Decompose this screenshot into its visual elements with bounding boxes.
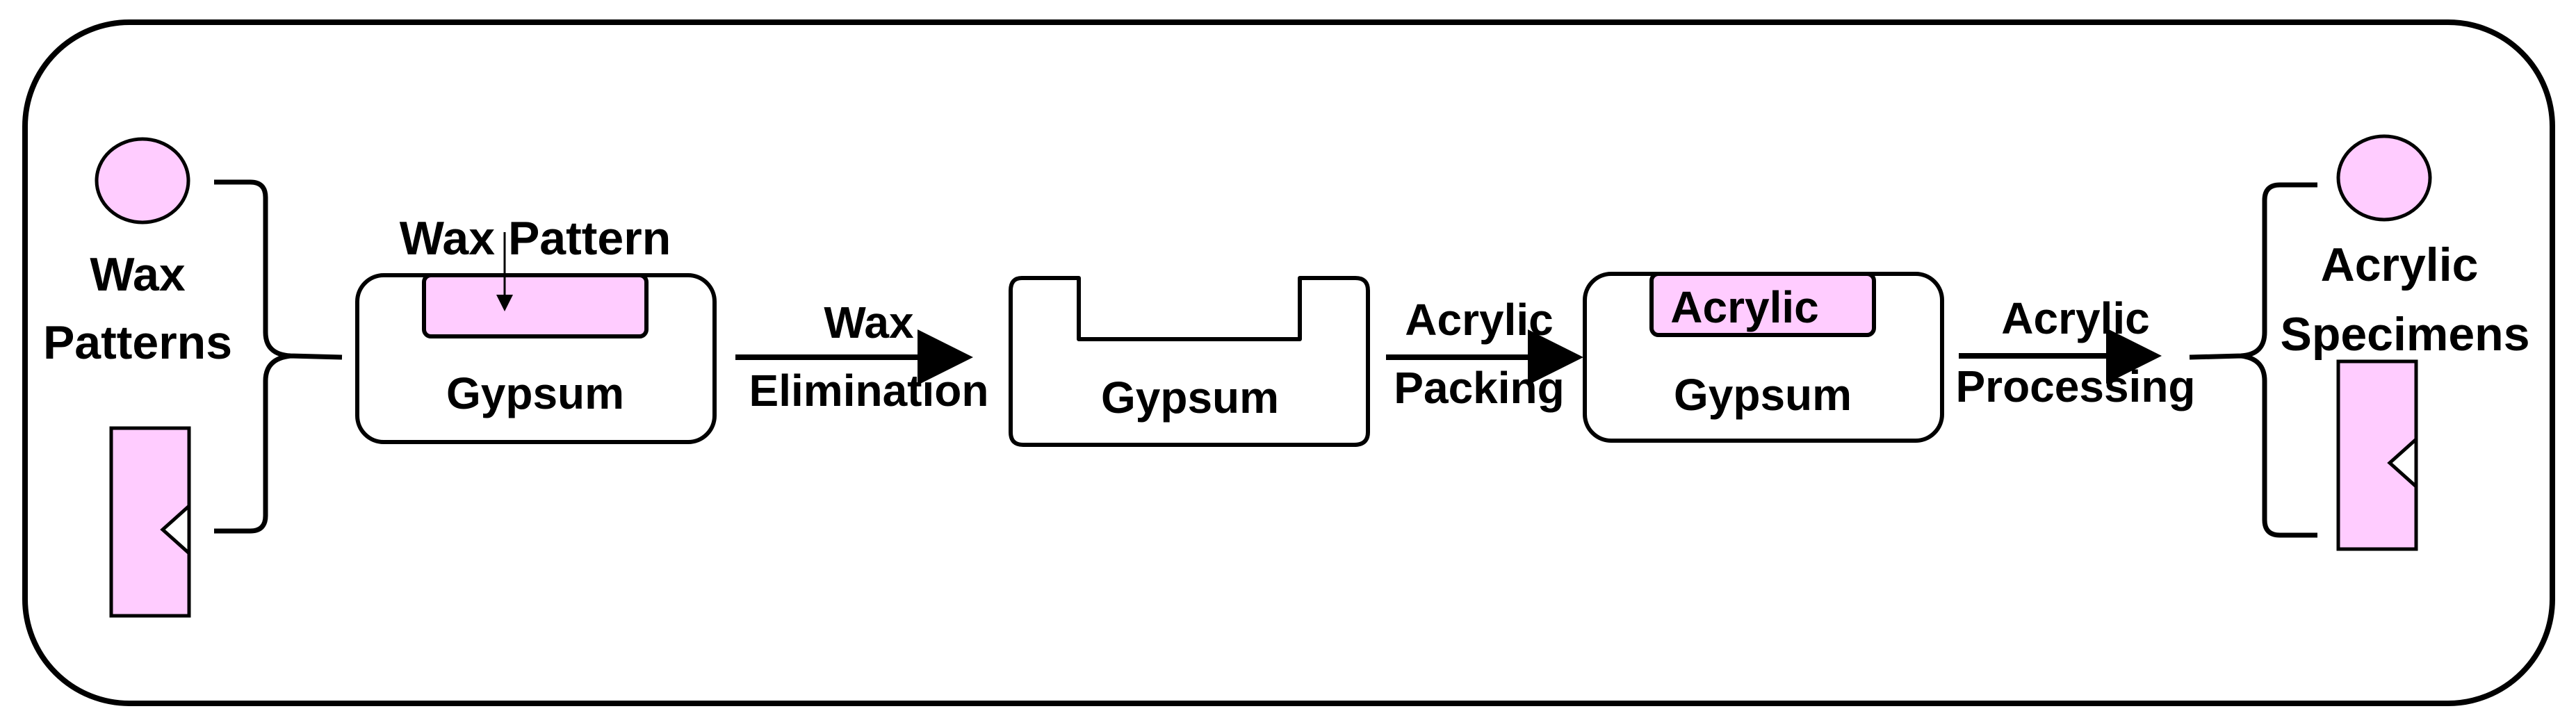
stage2-gypsum-label: Gypsum [1101,373,1279,423]
wax-patterns-group: Wax Patterns [43,137,343,618]
acrylic-processing-step: Acrylic Processing [1955,293,2195,411]
stage1-wax-insert [422,273,649,338]
wax-patterns-label-line1: Wax [90,248,185,301]
acrylic-sphere-specimen [2336,134,2432,222]
wax-elimination-step: Wax Elimination [735,297,988,416]
stage2-gypsum-mold [1009,276,1370,447]
acrylic-packing-label-line2: Packing [1394,363,1564,413]
acrylic-packing-label-line1: Acrylic [1405,295,1553,345]
stage3-gypsum-label: Gypsum [1674,370,1852,420]
wax-elimination-label-line1: Wax [824,297,914,348]
stage2-empty-mold: Gypsum [1009,276,1370,447]
right-curly-brace [2189,182,2317,538]
wax-pattern-callout: Wax Pattern [400,212,671,265]
stage1-gypsum-label: Gypsum [446,368,624,418]
acrylic-notched-bar-specimen [2336,359,2418,551]
acrylic-specimens-label-line2: Specimens [2280,308,2529,361]
wax-sphere-pattern [95,137,190,224]
stage3-packed-mold: Acrylic Gypsum [1583,272,1944,443]
acrylic-specimens-label-line1: Acrylic [2321,238,2479,291]
wax-patterns-label-line2: Patterns [43,316,232,369]
stage3-acrylic-label: Acrylic [1670,282,1818,332]
left-curly-brace [214,179,343,534]
acrylic-packing-step: Acrylic Packing [1386,295,1583,413]
wax-elimination-label-line2: Elimination [749,366,989,416]
acrylic-specimens-group: Acrylic Specimens [2189,134,2530,551]
stage1-investment: Wax Pattern Gypsum [355,212,717,444]
acrylic-processing-label-line1: Acrylic [2001,293,2149,343]
wax-notched-bar-pattern [109,426,191,618]
acrylic-processing-label-line2: Processing [1955,361,2195,411]
stage3-acrylic-insert [1649,272,1876,337]
